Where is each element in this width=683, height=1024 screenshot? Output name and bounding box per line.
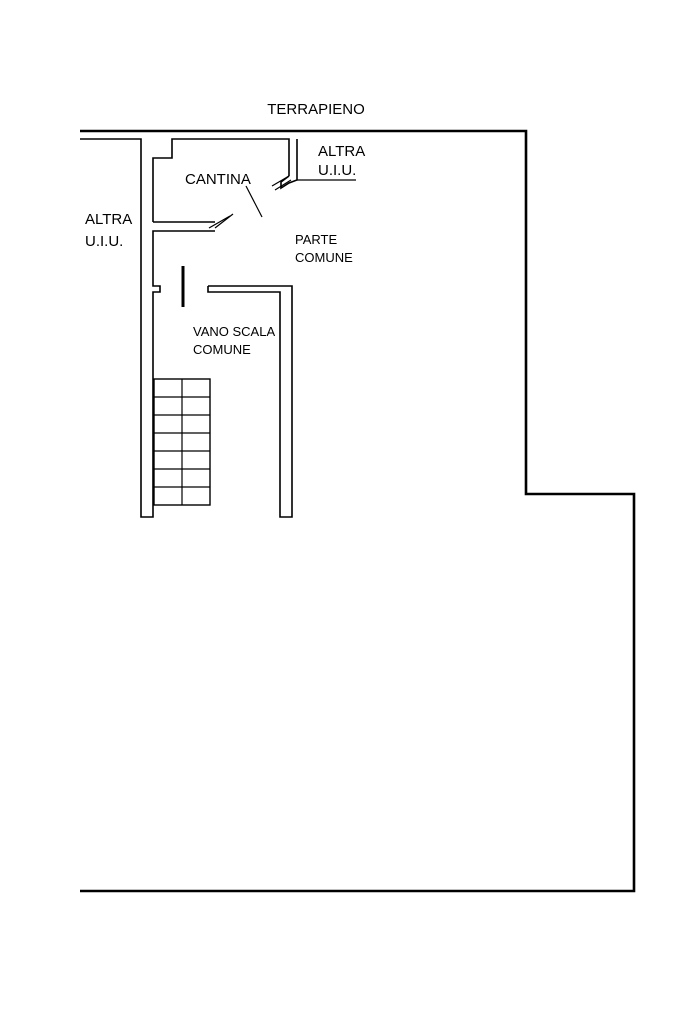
label-altra-uiu-top-line2: U.I.U. [318, 162, 356, 179]
label-parte-comune-line2: COMUNE [295, 250, 353, 265]
label-vano-scala-line2: COMUNE [193, 342, 251, 357]
top-right-unit-walls [271, 139, 356, 191]
stair-hall-walls [207, 285, 293, 518]
label-vano-scala-line1: VANO SCALA [193, 324, 275, 339]
cantina-walls [152, 138, 290, 229]
label-altra-uiu-top-line1: ALTRA [318, 143, 365, 160]
label-parte-comune-line1: PARTE [295, 232, 337, 247]
label-cantina: CANTINA [185, 171, 251, 188]
label-terrapieno: TERRAPIENO [267, 101, 365, 118]
left-unit-walls [80, 138, 215, 518]
label-altra-uiu-left-line2: U.I.U. [85, 233, 123, 250]
label-altra-uiu-left-line1: ALTRA [85, 211, 132, 228]
outer-boundary [80, 129, 636, 893]
staircase [153, 378, 211, 506]
